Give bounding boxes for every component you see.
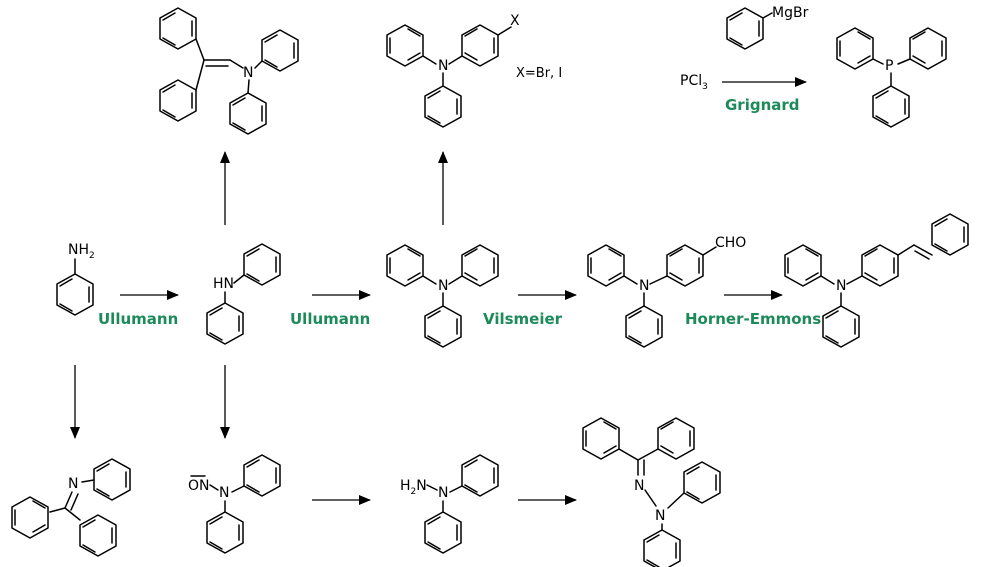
hydrazine-n2-label: N bbox=[438, 485, 448, 501]
label-ullmann-2: Ullumann bbox=[290, 310, 370, 328]
aniline-nh-label: NH bbox=[68, 242, 89, 258]
molecule-phenylmagnesium-bromide: MgBr PCl3 bbox=[680, 5, 809, 92]
aldehyde-n-label: N bbox=[639, 278, 649, 294]
label-grignard: Grignard bbox=[725, 96, 800, 114]
svg-text:PCl3: PCl3 bbox=[680, 73, 708, 92]
nitroso-on-label: ON bbox=[188, 478, 210, 494]
label-vilsmeier: Vilsmeier bbox=[483, 310, 563, 328]
halide-x-label: X bbox=[510, 13, 520, 29]
hydrazone-n1-label: N bbox=[634, 478, 644, 494]
hydrazine-h-label: H bbox=[400, 478, 411, 494]
pcl3-label: PCl bbox=[680, 73, 702, 89]
halide-n-label: N bbox=[438, 58, 448, 74]
molecule-triphenylphosphine: P bbox=[836, 27, 947, 128]
tpa-n-label: N bbox=[438, 278, 448, 294]
molecule-imine: N bbox=[11, 458, 131, 557]
nitroso-n-label: N bbox=[219, 485, 229, 501]
enamine-n-label: N bbox=[243, 65, 253, 81]
molecule-aryl-halide: N X X=Br, I bbox=[386, 13, 562, 128]
molecule-aniline: NH2 bbox=[56, 242, 95, 316]
arrows bbox=[70, 77, 807, 505]
aldehyde-cho-label: CHO bbox=[715, 235, 746, 251]
label-horner-emmons: Horner-Emmons bbox=[685, 310, 821, 328]
halide-x-note: X=Br, I bbox=[516, 66, 562, 81]
molecule-stilbene: N bbox=[784, 213, 969, 348]
pcl3-sub: 3 bbox=[702, 82, 708, 92]
hydrazone-n2-label: N bbox=[655, 508, 665, 524]
stilbene-n-label: N bbox=[836, 278, 846, 294]
mgbr-label: MgBr bbox=[772, 5, 809, 21]
molecule-triphenylamine: N bbox=[386, 244, 499, 348]
molecule-hydrazine: H2N N bbox=[400, 454, 499, 554]
molecule-hydrazone: N N bbox=[582, 417, 721, 567]
hydrazine-n1-label: N bbox=[416, 478, 426, 494]
svg-text:H2N: H2N bbox=[400, 478, 427, 497]
aniline-sub-2: 2 bbox=[89, 251, 95, 261]
molecule-enamine: N bbox=[159, 7, 299, 135]
phosphine-p-label: P bbox=[885, 58, 893, 74]
svg-text:NH2: NH2 bbox=[68, 242, 95, 261]
diphenylamine-hn-label: HN bbox=[213, 276, 234, 292]
molecule-diphenylamine: HN bbox=[206, 243, 281, 345]
imine-n-label: N bbox=[68, 476, 78, 492]
hydrazine-sub-2: 2 bbox=[411, 487, 417, 497]
label-ullmann-1: Ullumann bbox=[98, 310, 178, 328]
reaction-labels: Ullumann Ullumann Vilsmeier Horner-Emmon… bbox=[98, 96, 821, 328]
molecule-nitrosamine: ON N bbox=[188, 454, 281, 554]
molecule-aldehyde: N CHO bbox=[587, 235, 746, 348]
